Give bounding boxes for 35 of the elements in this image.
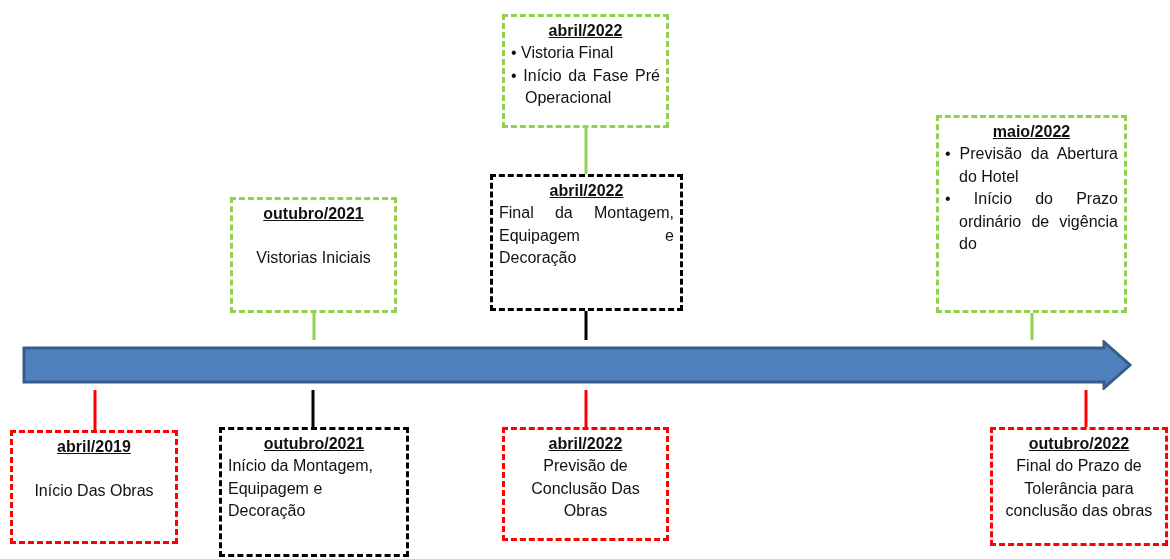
event-text: Final do Prazo de Tolerância para conclusão das obras — [1004, 456, 1154, 522]
date-heading: abril/2022 — [547, 434, 624, 454]
connector-line — [311, 390, 315, 427]
connector-line — [584, 311, 588, 340]
bullet-item: • Início do Prazo ordinário de vigência do — [945, 189, 1118, 254]
date-heading: abril/2022 — [548, 181, 625, 201]
event-box — [10, 430, 178, 544]
event-text: Início Das Obras — [33, 481, 155, 502]
event-box — [990, 427, 1168, 546]
connector-line — [1030, 313, 1034, 340]
event-text: Vistorias Iniciais — [255, 248, 372, 269]
bullet-item: • Início da Fase Pré Operacional — [511, 65, 660, 109]
event-text: Início da Montagem, Equipagem e Decoração — [228, 456, 374, 522]
event-box — [490, 174, 683, 311]
bullet-item: • Previsão da Abertura do Hotel — [945, 144, 1118, 187]
bullet-item: • Vistoria Final — [511, 43, 615, 64]
date-heading: outubro/2022 — [1027, 434, 1131, 454]
date-heading: abril/2019 — [56, 437, 132, 457]
date-heading: outubro/2021 — [262, 434, 366, 454]
connector-line — [584, 390, 588, 427]
connector-line — [312, 313, 316, 340]
connector-line — [93, 390, 97, 430]
date-heading: abril/2022 — [547, 21, 624, 41]
connector-line — [1084, 390, 1088, 427]
event-box — [936, 115, 1127, 313]
event-box — [230, 197, 397, 313]
timeline-arrow — [22, 340, 1132, 390]
event-box — [219, 427, 409, 557]
date-heading: maio/2022 — [991, 122, 1072, 142]
event-box — [502, 14, 669, 128]
connector-line — [584, 128, 588, 174]
event-text: Previsão de Conclusão Das Obras — [530, 456, 641, 522]
date-heading: outubro/2021 — [262, 204, 365, 224]
event-box — [502, 427, 669, 541]
event-text: Final da Montagem, Equipagem e Decoração — [499, 203, 674, 269]
